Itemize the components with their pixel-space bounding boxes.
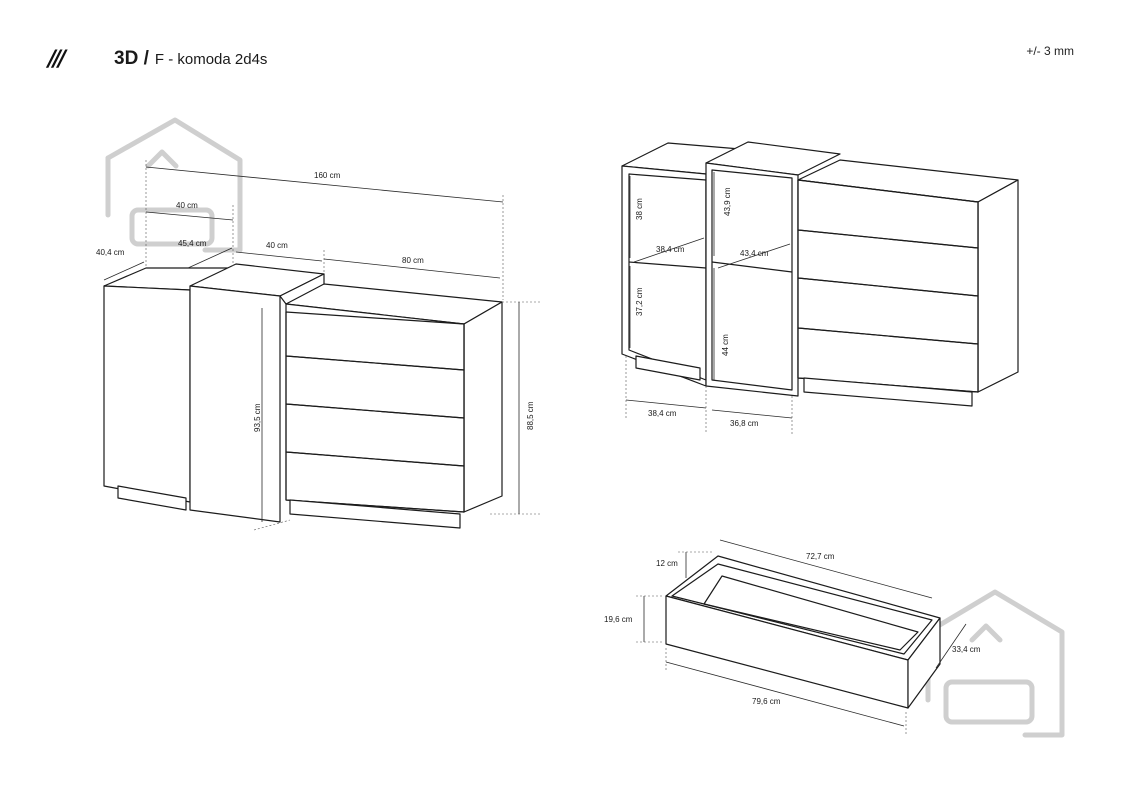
dim-label-shelf-d-left: 38,4 cm <box>656 245 685 254</box>
dim-label-front-width: 79,6 cm <box>752 697 781 706</box>
dim-line-total-width <box>145 166 504 203</box>
shelf-view: 38 cm 37,2 cm 38,4 cm 43,9 cm 44 cm 43,4… <box>621 141 1019 436</box>
dim-label-shelf-h-top-left: 38 cm <box>635 198 644 220</box>
dim-label-shelf-d-mid: 43,4 cm <box>740 249 769 258</box>
dim-label-top-offset: 40 cm <box>176 201 198 210</box>
dim-line-width-middle <box>235 251 323 262</box>
dim-label-depth: 33,4 cm <box>952 645 981 654</box>
dim-label-depth-left: 40,4 cm <box>96 248 125 257</box>
drawer-side-panel <box>907 617 941 709</box>
dim-label-front-height: 19,6 cm <box>604 615 633 624</box>
dim-label-width-right: 80 cm <box>402 256 424 265</box>
drawer-cabinet-right <box>797 159 1019 407</box>
right-drawer-cabinet <box>285 283 503 529</box>
page-title: 3D / <box>114 48 149 69</box>
left-view-sideboard: 160 cm 40 cm 40,4 cm 45,4 cm 40 cm 80 cm… <box>96 160 540 531</box>
dim-line-width-right <box>323 258 501 279</box>
tolerance-note: +/- 3 mm <box>1026 44 1074 58</box>
dim-line-width-mid <box>711 409 793 419</box>
dim-line-depth-middle <box>187 247 233 269</box>
product-name: F - komoda 2d4s <box>154 50 268 68</box>
dim-label-shelf-h-top-mid: 43,9 cm <box>723 187 732 216</box>
dim-line-depth <box>935 623 967 669</box>
dim-line-depth-left <box>103 261 145 281</box>
page-header: /// 3D / F - komoda 2d4s <box>48 44 267 74</box>
dim-line-width-left <box>625 399 707 409</box>
dim-line-top-offset <box>145 211 234 221</box>
dim-label-height-middle: 93,5 cm <box>253 403 262 432</box>
watermark-logo-bottom <box>925 589 1065 738</box>
dim-label-width-left: 38,4 cm <box>648 409 677 418</box>
open-shelf-left <box>621 142 753 387</box>
open-shelf-middle <box>705 141 841 397</box>
dim-label-height-right: 88,5 cm <box>526 401 535 430</box>
dim-label-inner-width: 72,7 cm <box>806 552 835 561</box>
dim-line-front-width <box>665 661 905 727</box>
middle-cabinet <box>189 263 325 523</box>
dim-line-inner-width <box>719 539 933 599</box>
dim-label-width-middle: 40 cm <box>266 241 288 250</box>
watermark-logo-top <box>105 117 243 253</box>
dim-label-inner-height: 12 cm <box>656 559 678 568</box>
brand-slash-logo: /// <box>48 46 66 72</box>
dim-label-depth-middle: 45,4 cm <box>178 239 207 248</box>
dim-line-shelf-d-mid <box>717 243 791 269</box>
dim-label-shelf-h-bottom-left: 37,2 cm <box>635 287 644 316</box>
dim-label-shelf-h-bottom-mid: 44 cm <box>721 334 730 356</box>
dim-line-shelf-d-left <box>633 237 705 263</box>
drawer-view: 72,7 cm 12 cm 19,6 cm 33,4 cm 79,6 cm <box>604 539 981 736</box>
dim-label-width-mid: 36,8 cm <box>730 419 759 428</box>
dim-label-total-width: 160 cm <box>314 171 341 180</box>
